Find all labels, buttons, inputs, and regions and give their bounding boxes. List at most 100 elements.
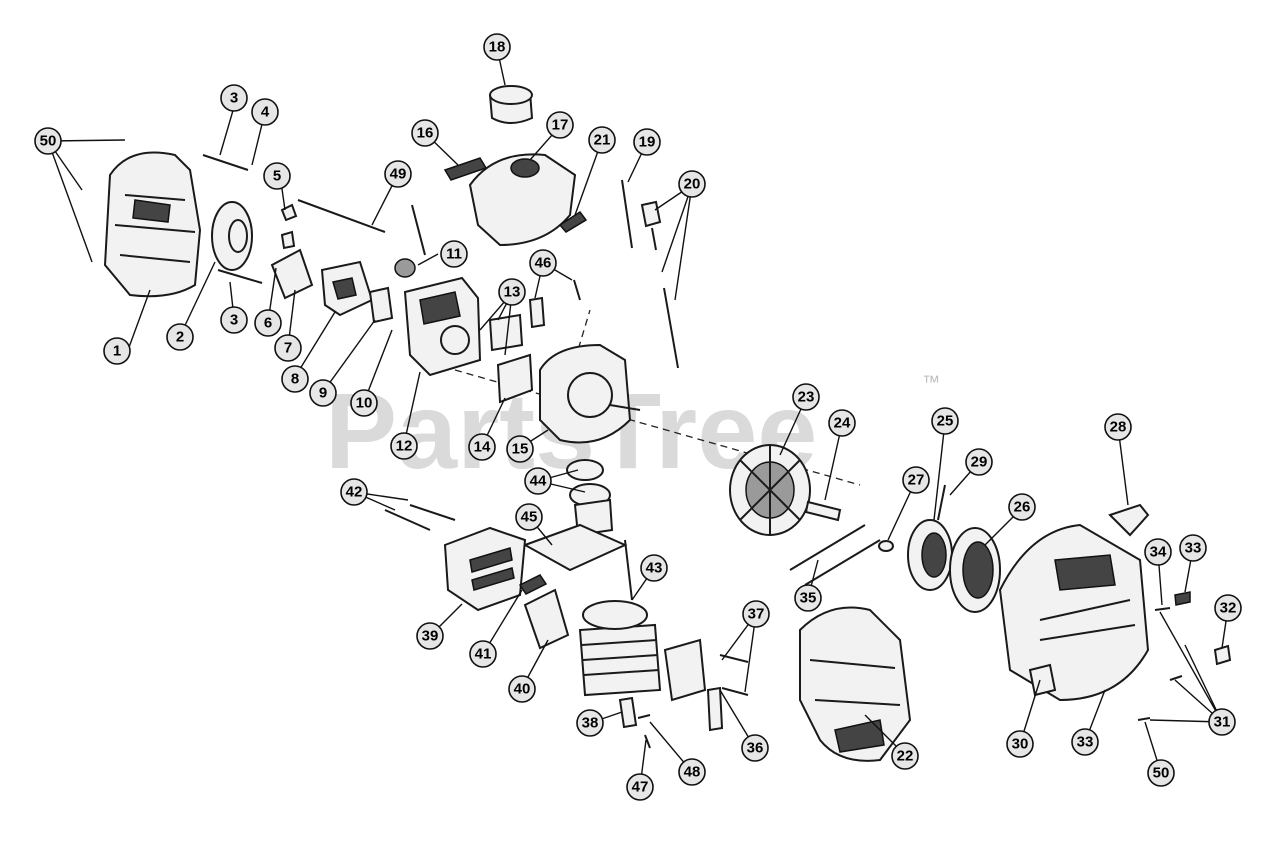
watermark-trademark: ™: [922, 372, 940, 392]
callout-label: 48: [684, 764, 701, 781]
callout: 45: [515, 503, 543, 531]
callout: 40: [508, 675, 536, 703]
callout-label: 29: [971, 454, 988, 471]
callout: 33: [1071, 728, 1099, 756]
part-muffler: [443, 526, 527, 612]
callout-label: 13: [504, 284, 521, 301]
callout-label: 15: [512, 441, 529, 458]
callout-label: 35: [800, 590, 817, 607]
callout-label: 5: [273, 168, 281, 185]
callout-label: 40: [514, 681, 531, 698]
callout: 25: [931, 407, 959, 435]
part-rewind-spring: [949, 527, 1001, 613]
callout-label: 1: [113, 343, 121, 360]
callout-label: 27: [908, 472, 925, 489]
callout-label: 45: [521, 509, 538, 526]
callout-label: 26: [1014, 499, 1031, 516]
callout: 3: [220, 306, 248, 334]
callout: 5: [263, 162, 291, 190]
callout: 2: [166, 323, 194, 351]
part-screw-upper: [202, 154, 249, 171]
callout-label: 14: [474, 439, 491, 456]
callout-label: 16: [417, 125, 434, 142]
callout: 3: [220, 84, 248, 112]
callout: 26: [1008, 493, 1036, 521]
callout-label: 44: [530, 473, 547, 490]
callout: 27: [902, 466, 930, 494]
callout: 29: [965, 448, 993, 476]
callout: 28: [1104, 413, 1132, 441]
callouts: 1 2 3 3 4 5 6 7 8 9 10 11 12 13 14 15 16…: [34, 33, 1242, 801]
callout-label: 43: [646, 560, 663, 577]
callout-label: 3: [230, 90, 238, 107]
callout: 23: [792, 383, 820, 411]
callout: 8: [281, 365, 309, 393]
callout: 21: [588, 126, 616, 154]
callout: 10: [350, 389, 378, 417]
callout: 7: [274, 334, 302, 362]
callout: 49: [384, 160, 412, 188]
callout-label: 50: [40, 133, 57, 150]
callout-label: 18: [489, 39, 506, 56]
callout-label: 33: [1185, 540, 1202, 557]
callout: 43: [640, 554, 668, 582]
callout: 42: [340, 478, 368, 506]
callout-label: 41: [475, 646, 492, 663]
part-intake-housing: [403, 276, 482, 377]
callout: 24: [828, 409, 856, 437]
part-cylinder-gasket: [522, 523, 628, 572]
callout-label: 49: [390, 166, 407, 183]
callout-label: 33: [1077, 734, 1094, 751]
callout-label: 50: [1153, 765, 1170, 782]
part-fuel-tank: [468, 153, 577, 247]
callout: 41: [469, 640, 497, 668]
callout: 46: [529, 249, 557, 277]
callout-label: 9: [319, 385, 327, 402]
callout: 19: [633, 128, 661, 156]
callout: 22: [891, 742, 919, 770]
callout: 17: [546, 111, 574, 139]
callout-label: 11: [446, 246, 462, 263]
callout: 47: [626, 773, 654, 801]
callout: 50: [34, 127, 62, 155]
callout-label: 23: [798, 389, 815, 406]
callout: 48: [678, 758, 706, 786]
callout-label: 37: [748, 606, 765, 623]
callout-label: 47: [632, 779, 649, 796]
callout-label: 36: [747, 740, 764, 757]
callout: 38: [576, 709, 604, 737]
callout: 15: [506, 435, 534, 463]
callout: 33: [1179, 534, 1207, 562]
callout-label: 19: [639, 134, 656, 151]
callout-label: 6: [264, 315, 272, 332]
callout: 34: [1144, 538, 1172, 566]
part-screw-lower: [217, 269, 263, 284]
part-ignition-module: [663, 638, 749, 732]
callout-label: 31: [1214, 714, 1231, 731]
part-crankcase: [539, 343, 632, 444]
callout: 1: [103, 337, 131, 365]
callout-label: 39: [422, 628, 439, 645]
callout: 39: [416, 622, 444, 650]
part-starter-housing: [998, 523, 1150, 702]
callout-label: 2: [176, 329, 184, 346]
callout-label: 34: [1150, 544, 1167, 561]
callout: 12: [390, 432, 418, 460]
callout: 13: [498, 278, 526, 306]
callout: 4: [251, 98, 279, 126]
parts: [103, 85, 1232, 762]
part-flywheel: [729, 444, 811, 536]
callout-label: 7: [284, 340, 292, 357]
part-air-filter-cover: [103, 151, 202, 298]
callout-label: 42: [346, 484, 363, 501]
part-throttle-rod: [297, 199, 386, 233]
callout: 44: [524, 467, 552, 495]
part-starter-handle: [1108, 503, 1150, 537]
callout-label: 10: [356, 395, 373, 412]
part-air-filter: [211, 201, 253, 271]
callout-label: 32: [1220, 600, 1237, 617]
callout-label: 38: [582, 715, 599, 732]
callout-label: 4: [261, 104, 270, 121]
callout: 14: [468, 433, 496, 461]
